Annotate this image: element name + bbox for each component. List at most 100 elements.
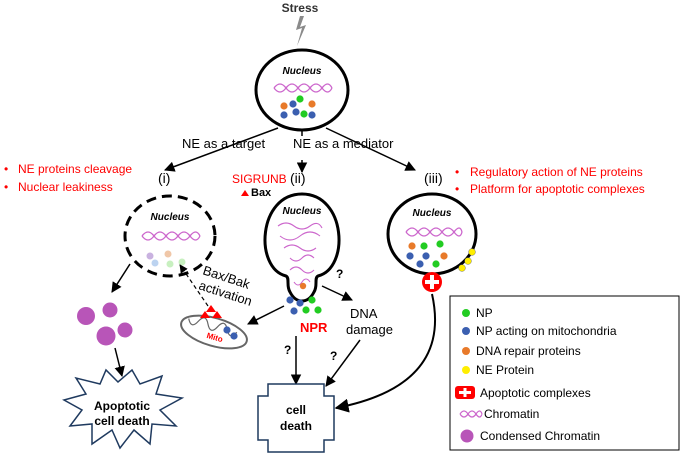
path-iii-label: (iii): [424, 170, 443, 186]
lightning-icon: [296, 16, 306, 46]
chromatin-squiggle-icon: [459, 410, 483, 418]
np-dot: [296, 95, 304, 103]
bullet-marker: •: [4, 162, 8, 176]
cell-death-box: cell death: [257, 383, 335, 453]
path-ii-label: (ii): [290, 170, 306, 186]
np-dot: [302, 306, 310, 314]
bullet-marker: •: [455, 182, 459, 196]
np-dot: [164, 250, 172, 258]
bullet-nuclear-leakiness: Nuclear leakiness: [18, 180, 113, 194]
np-dot: [299, 282, 307, 290]
branch-mediator-label: NE as a mediator: [293, 136, 394, 151]
legend-item-chromatin: Chromatin: [484, 407, 539, 421]
np-dot: [406, 252, 414, 260]
condensed-chromatin: [117, 322, 133, 338]
leaky-nucleus: Nucleus: [123, 194, 217, 278]
bax-triangle-icon: [241, 190, 249, 196]
nucleus-label: Nucleus: [283, 66, 322, 77]
yellow-dot-icon: [462, 366, 470, 374]
bax-triangle-icon: [200, 311, 210, 318]
apoptotic-complex-icon: [422, 272, 442, 292]
question-mark: ?: [336, 267, 343, 281]
chromatin-icon: [141, 231, 201, 241]
red-cross-icon: [455, 386, 475, 399]
np-dot: [296, 299, 304, 307]
branch-target-label: NE as a target: [182, 136, 265, 151]
npr-nucleus: Nucleus: [263, 192, 341, 303]
nucleus-label: Nucleus: [283, 206, 322, 217]
blue-dot-icon: [462, 327, 470, 335]
legend: NP NP acting on mitochondria DNA repair …: [449, 295, 680, 451]
stress-label: Stress: [282, 1, 319, 15]
np-dot: [440, 252, 448, 260]
np-dot: [290, 307, 298, 315]
np-dot: [280, 102, 288, 110]
np-dot: [436, 240, 444, 248]
legend-item-dna-repair: DNA repair proteins: [476, 344, 581, 358]
np-dot: [314, 306, 322, 314]
condensed-chromatin: [102, 302, 118, 318]
cell-death-label-1: cell: [286, 403, 306, 417]
bullet-ne-proteins-cleavage: NE proteins cleavage: [18, 162, 132, 176]
np-dot: [223, 326, 231, 334]
np-dot: [422, 252, 430, 260]
npr-label: NPR: [300, 320, 328, 335]
nucleus-label: Nucleus: [413, 208, 452, 219]
dna-damage-label-1: DNA: [350, 306, 378, 321]
ne-protein-dot: [464, 257, 472, 265]
np-dot: [146, 252, 154, 260]
arrow-connector: [247, 305, 285, 325]
condensed-chromatin-cluster: [77, 302, 133, 346]
arrow-connector: [321, 285, 353, 301]
np-dot: [289, 100, 297, 108]
legend-item-condensed: Condensed Chromatin: [480, 429, 600, 443]
chromatin-icon: [141, 231, 201, 241]
np-dot: [420, 242, 428, 250]
bax-label: Bax: [251, 187, 272, 199]
condensed-chromatin: [96, 326, 116, 346]
np-dot: [286, 296, 294, 304]
chromatin-icon: [405, 227, 463, 237]
np-dot: [432, 260, 440, 268]
bullet-platform-apoptotic: Platform for apoptotic complexes: [470, 182, 645, 196]
question-mark: ?: [330, 349, 337, 363]
arrow-connector: [325, 127, 416, 171]
np-dot: [308, 296, 316, 304]
orange-dot-icon: [462, 347, 470, 355]
chromatin-icon: [273, 83, 333, 93]
bax-triangle-icon: [212, 311, 222, 318]
np-dot: [416, 260, 424, 268]
np-dot: [408, 242, 416, 250]
chromatin-icon: [277, 222, 323, 286]
arrow-connector: [164, 127, 279, 172]
ne-protein-dot: [458, 264, 466, 272]
mito-label: Mito: [206, 331, 224, 344]
np-dot: [308, 111, 316, 119]
legend-item-np: NP: [476, 306, 493, 320]
cell-death-label-2: death: [280, 419, 312, 433]
platform-nucleus: Nucleus: [386, 192, 478, 276]
legend-item-ne-protein: NE Protein: [476, 363, 534, 377]
arrow-connector: [114, 347, 125, 378]
mitochondrion-icon: Mito: [180, 305, 248, 350]
dna-damage-label-2: damage: [346, 322, 393, 337]
chromatin-icon: [405, 227, 463, 237]
np-dot: [280, 111, 288, 119]
arrow-connector: [334, 293, 437, 413]
arrow-connector: [111, 263, 131, 293]
np-dot: [292, 108, 300, 116]
nucleus-label: Nucleus: [151, 212, 190, 223]
np-dot: [166, 260, 174, 268]
question-mark: ?: [284, 343, 291, 357]
apoptotic-cell-death-burst: Apoptotic cell death: [62, 368, 185, 450]
arrow-connector: [325, 339, 361, 387]
bax-triangle-icon: [206, 305, 216, 312]
green-dot-icon: [462, 309, 470, 317]
legend-item-np-mito: NP acting on mitochondria: [476, 324, 617, 338]
np-dot: [308, 100, 316, 108]
chromatin-icon: [273, 83, 333, 93]
ne-protein-dot: [468, 248, 476, 256]
apoptotic-death-label-2: cell death: [94, 414, 149, 428]
bullet-regulatory-action: Regulatory action of NE proteins: [470, 165, 643, 179]
top-nucleus: Nucleus: [254, 48, 350, 132]
